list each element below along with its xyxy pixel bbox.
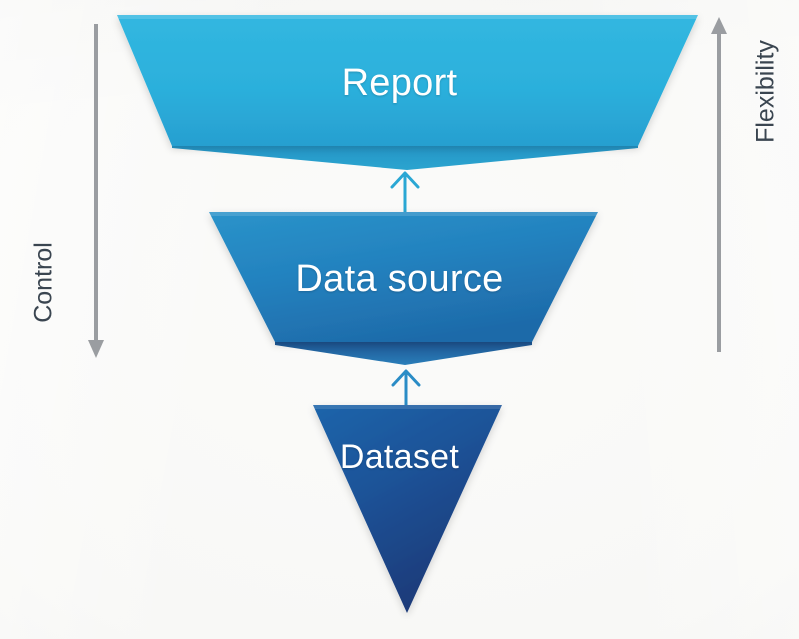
- axis-control: [88, 24, 104, 358]
- data-source-highlight: [209, 212, 598, 216]
- funnel-stage-report[interactable]: [117, 15, 698, 170]
- stage-label-dataset: Dataset: [339, 438, 460, 476]
- up-arrow-icon-head-2: [391, 369, 421, 387]
- stage-label-data-source: Data source: [295, 258, 504, 300]
- dataset-shape: [313, 405, 502, 613]
- up-arrow-icon-head: [390, 171, 420, 189]
- report-shadow-wedge: [172, 141, 638, 170]
- up-arrow-icon-head-3: [711, 17, 727, 34]
- down-arrow-icon-head: [88, 340, 104, 358]
- funnel-stage-dataset[interactable]: [313, 405, 502, 613]
- stage-label-report: Report: [341, 62, 458, 104]
- data-source-shadow-wedge: [275, 337, 532, 365]
- dataset-highlight: [313, 405, 502, 409]
- report-highlight: [117, 15, 698, 19]
- axis-label-control: Control: [29, 242, 58, 323]
- report-shape: [117, 15, 698, 146]
- data-source-shape: [209, 212, 598, 342]
- funnel-stage-data-source[interactable]: [209, 212, 598, 365]
- axis-flexibility: [711, 17, 727, 352]
- axis-label-flexibility: Flexibility: [751, 40, 780, 143]
